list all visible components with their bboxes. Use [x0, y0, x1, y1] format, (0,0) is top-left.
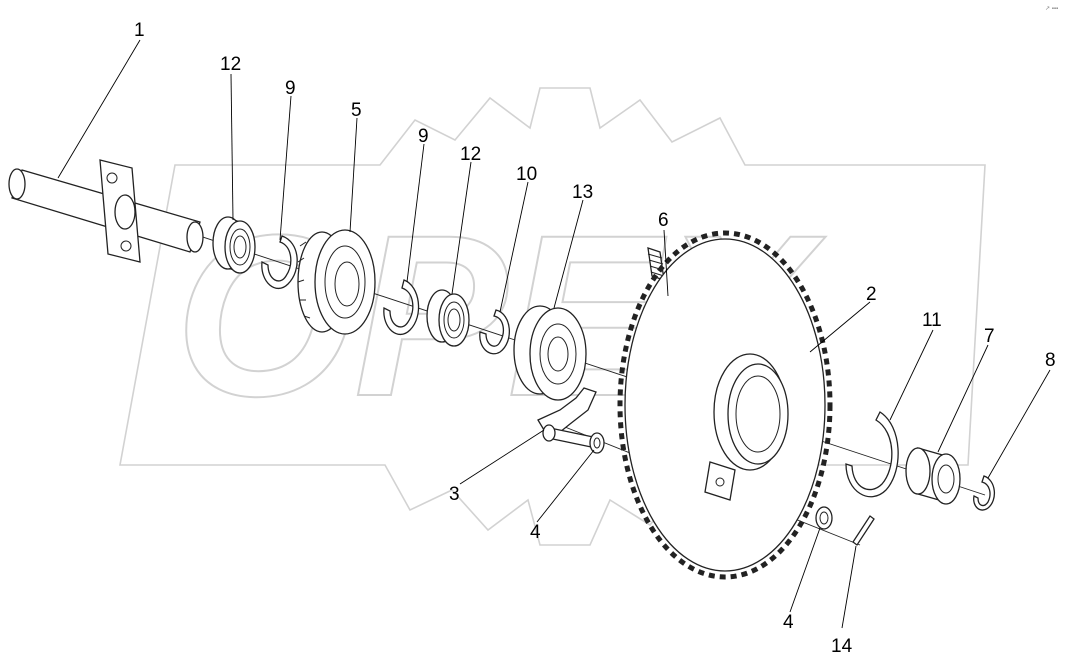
callout-2: 2	[866, 284, 877, 305]
part-11-snap-ring-large	[845, 411, 899, 498]
callout-9b: 9	[418, 126, 429, 147]
part-1-shaft	[8, 159, 204, 263]
callout-11: 11	[922, 310, 942, 331]
callout-10: 10	[516, 164, 537, 185]
callout-labels: 1 12 9 5 9 12 10 13 6 2 11 7 8 3 4 4 14	[134, 20, 1056, 657]
callout-9a: 9	[285, 78, 296, 99]
callout-5: 5	[351, 100, 362, 121]
part-2-large-sprocket	[617, 230, 833, 580]
part-9-snap-ring-center	[383, 279, 420, 336]
callout-3: 3	[449, 484, 460, 505]
part-9-snap-ring-left	[261, 235, 298, 290]
part-13-large-bearing	[513, 305, 587, 401]
callout-4b: 4	[783, 612, 794, 633]
corner-mark: ↗ ▪▪▪	[1045, 6, 1058, 12]
part-12-bearing-left	[212, 216, 256, 274]
callout-7: 7	[984, 326, 995, 347]
callout-12a: 12	[220, 54, 241, 75]
part-12-bearing-center	[426, 289, 470, 347]
callout-4a: 4	[530, 522, 541, 543]
part-4-washer-right	[815, 506, 833, 530]
part-4-washer-left	[589, 432, 605, 454]
callout-6: 6	[658, 210, 669, 231]
callout-12b: 12	[460, 144, 481, 165]
leader-lines	[57, 39, 1051, 629]
part-8-retaining-ring	[973, 475, 995, 511]
callout-1: 1	[134, 20, 145, 41]
part-10-circlip	[479, 309, 510, 355]
watermark-gear-outline	[119, 87, 986, 546]
part-7-bushing	[905, 447, 961, 505]
part-3-crank-lever	[537, 387, 599, 449]
callout-13: 13	[572, 182, 593, 203]
part-5-sprocket-hub	[297, 229, 376, 335]
callout-14: 14	[831, 636, 853, 657]
part-14-cotter-pin	[852, 515, 875, 546]
callout-8: 8	[1045, 350, 1056, 371]
